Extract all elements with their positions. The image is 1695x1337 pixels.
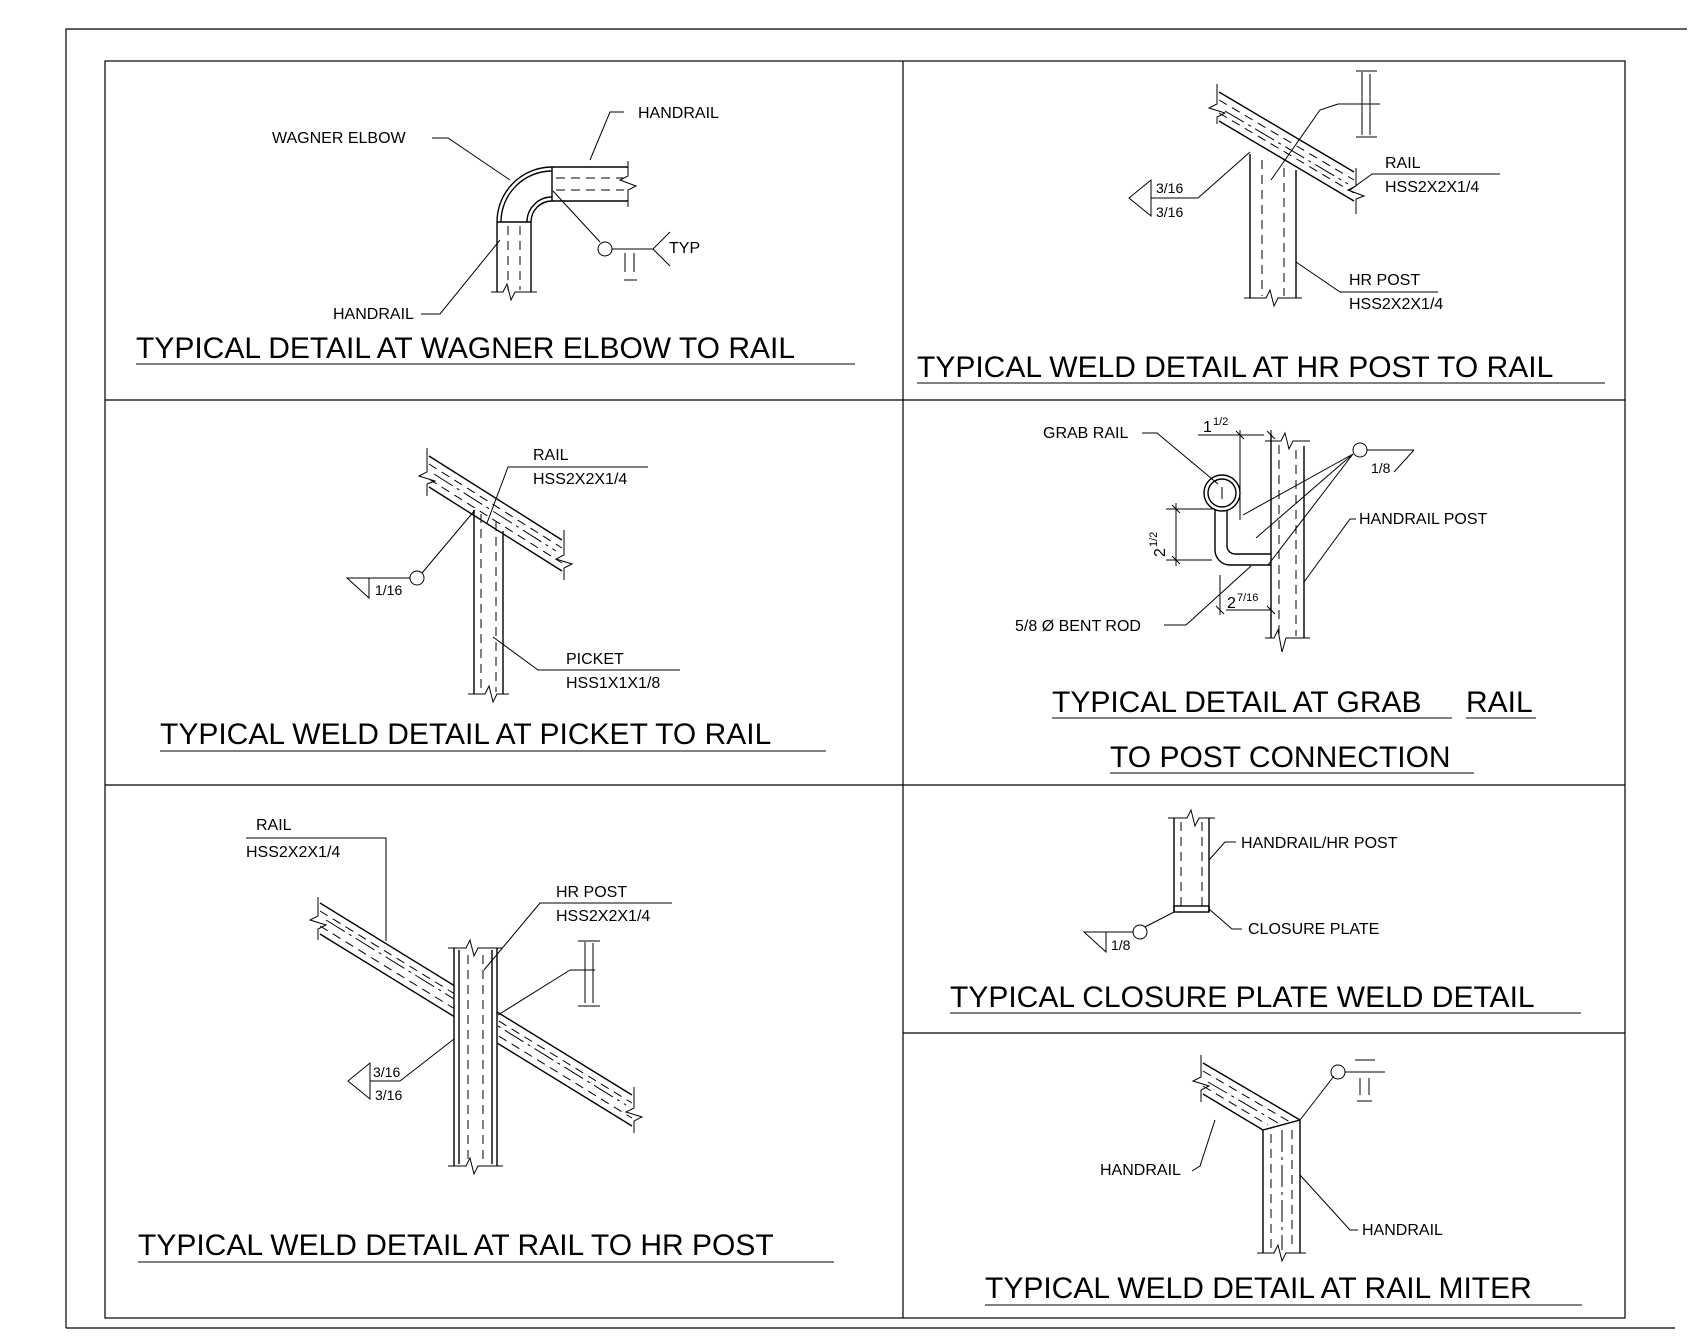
detail-title-line1-rail: RAIL xyxy=(1466,686,1533,719)
sheet-frame xyxy=(65,28,1687,1329)
detail-wagner-elbow: WAGNER ELBOW HANDRAIL HANDRAIL TYP TYPIC… xyxy=(136,105,855,365)
detail-title: TYPICAL WELD DETAIL AT PICKET TO RAIL xyxy=(160,718,771,751)
label-post-size: HSS2X2X1/4 xyxy=(556,908,650,925)
label-picket: PICKET xyxy=(566,651,624,668)
label-rail: RAIL xyxy=(256,817,292,834)
miter-drawing xyxy=(1191,1055,1306,1263)
dim-top-whole: 1 xyxy=(1203,419,1212,436)
label-handrail-bottom: HANDRAIL xyxy=(333,306,414,323)
detail-title: TYPICAL CLOSURE PLATE WELD DETAIL xyxy=(950,981,1535,1014)
label-weld: 1/8 xyxy=(1111,937,1131,953)
label-handrail-right: HANDRAIL xyxy=(1362,1222,1443,1239)
detail-rail-to-hr-post: RAIL HSS2X2X1/4 HR POST HSS2X2X1/4 3/16 … xyxy=(138,817,834,1263)
post-and-plate-drawing xyxy=(1168,808,1215,913)
detail-title: TYPICAL WELD DETAIL AT HR POST TO RAIL xyxy=(917,351,1553,384)
label-rail-size: HSS2X2X1/4 xyxy=(533,471,627,488)
label-weld-bottom: 3/16 xyxy=(375,1087,402,1103)
dim-bottom-frac: 7/16 xyxy=(1237,592,1258,604)
detail-title-line2: TO POST CONNECTION xyxy=(1110,741,1451,774)
weld-symbol-and-leaders xyxy=(1128,70,1500,293)
dim-top-frac: 1/2 xyxy=(1213,416,1228,428)
label-post-size: HSS2X2X1/4 xyxy=(1349,296,1443,313)
detail-title-line1: TYPICAL DETAIL AT GRAB xyxy=(1052,686,1422,719)
label-post: HR POST xyxy=(1349,272,1420,289)
label-weld-top: 3/16 xyxy=(373,1064,400,1080)
label-rail-size: HSS2X2X1/4 xyxy=(246,844,340,861)
label-weld: 1/16 xyxy=(375,582,402,598)
label-picket-size: HSS1X1X1/8 xyxy=(566,675,660,692)
detail-title: TYPICAL WELD DETAIL AT RAIL TO HR POST xyxy=(138,1229,774,1262)
weld-symbol-and-leaders xyxy=(1191,1059,1385,1231)
leader-lines xyxy=(421,111,671,315)
label-handrail-top: HANDRAIL xyxy=(638,105,719,122)
label-rail: RAIL xyxy=(533,447,569,464)
handrail-elbow-drawing xyxy=(491,161,638,302)
rail-and-post-drawing xyxy=(308,897,644,1176)
label-rail-size: HSS2X2X1/4 xyxy=(1385,179,1479,196)
detail-picket-to-rail: 1/16 RAIL HSS2X2X1/4 PICKET HSS1X1X1/8 T… xyxy=(160,447,826,752)
label-typ: TYP xyxy=(669,240,700,257)
label-grab-rail: GRAB RAIL xyxy=(1043,425,1128,442)
rail-and-picket-drawing xyxy=(417,448,574,704)
dim-left-whole: 2 xyxy=(1152,548,1169,557)
label-post: HR POST xyxy=(556,884,627,901)
grab-rail-drawing xyxy=(1203,431,1310,653)
detail-grab-rail: GRAB RAIL HANDRAIL POST 5/8 Ø BENT ROD 1… xyxy=(1015,416,1536,774)
detail-closure-plate: 1/8 HANDRAIL/HR POST CLOSURE PLATE TYPIC… xyxy=(950,808,1581,1014)
label-weld: 1/8 xyxy=(1371,460,1391,476)
rail-and-post-drawing xyxy=(1207,84,1366,308)
label-handrail-left: HANDRAIL xyxy=(1100,1162,1181,1179)
dim-left-frac: 1/2 xyxy=(1148,532,1160,547)
detail-hr-post-to-rail: 3/16 3/16 RAIL HSS2X2X1/4 HR POST HSS2X2… xyxy=(917,70,1605,384)
label-wagner-elbow: WAGNER ELBOW xyxy=(272,130,407,147)
label-plate: CLOSURE PLATE xyxy=(1248,921,1379,938)
detail-title: TYPICAL DETAIL AT WAGNER ELBOW TO RAIL xyxy=(136,332,795,365)
detail-title: TYPICAL WELD DETAIL AT RAIL MITER xyxy=(985,1272,1532,1305)
weld-symbol-and-leaders xyxy=(246,837,672,1101)
label-weld-bottom: 3/16 xyxy=(1156,204,1183,220)
weld-symbol-and-leaders xyxy=(1082,841,1242,954)
label-post: HANDRAIL/HR POST xyxy=(1241,835,1398,852)
label-rail: RAIL xyxy=(1385,155,1421,172)
dimensions-and-leaders xyxy=(1142,430,1415,626)
label-weld-top: 3/16 xyxy=(1156,180,1183,196)
weld-symbol-and-leaders xyxy=(345,466,680,671)
label-bent-rod: 5/8 Ø BENT ROD xyxy=(1015,618,1141,635)
label-handrail-post: HANDRAIL POST xyxy=(1359,511,1488,528)
detail-rail-miter: HANDRAIL HANDRAIL TYPICAL WELD DETAIL AT… xyxy=(985,1055,1582,1306)
dim-bottom-whole: 2 xyxy=(1227,595,1236,612)
